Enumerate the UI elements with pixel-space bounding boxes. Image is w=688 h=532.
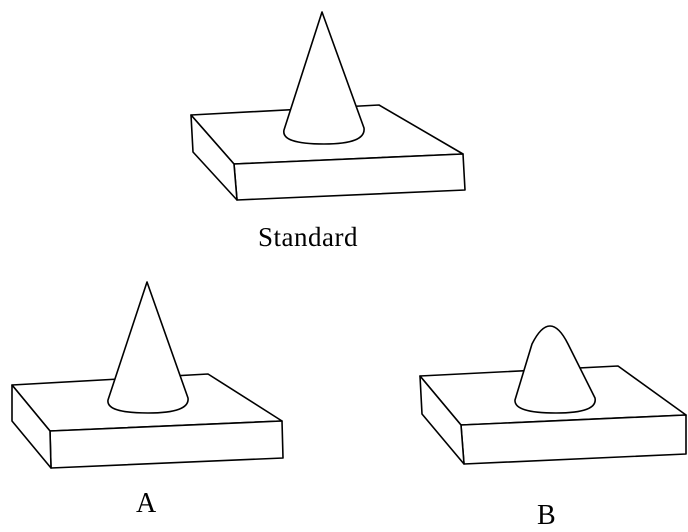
object-a-label: A bbox=[136, 488, 157, 519]
object-b-block-side-face bbox=[419, 375, 465, 465]
standard-cone bbox=[283, 11, 365, 145]
object-b-rounded-cone bbox=[514, 325, 596, 414]
standard-block-side-face bbox=[190, 114, 238, 201]
object-b-label: B bbox=[537, 500, 557, 531]
standard-label: Standard bbox=[258, 222, 358, 252]
object-a-block-side-face bbox=[11, 384, 52, 469]
object-a-cone bbox=[107, 281, 189, 414]
object-a bbox=[11, 281, 284, 469]
standard-object bbox=[190, 11, 466, 201]
object-b bbox=[419, 325, 687, 465]
